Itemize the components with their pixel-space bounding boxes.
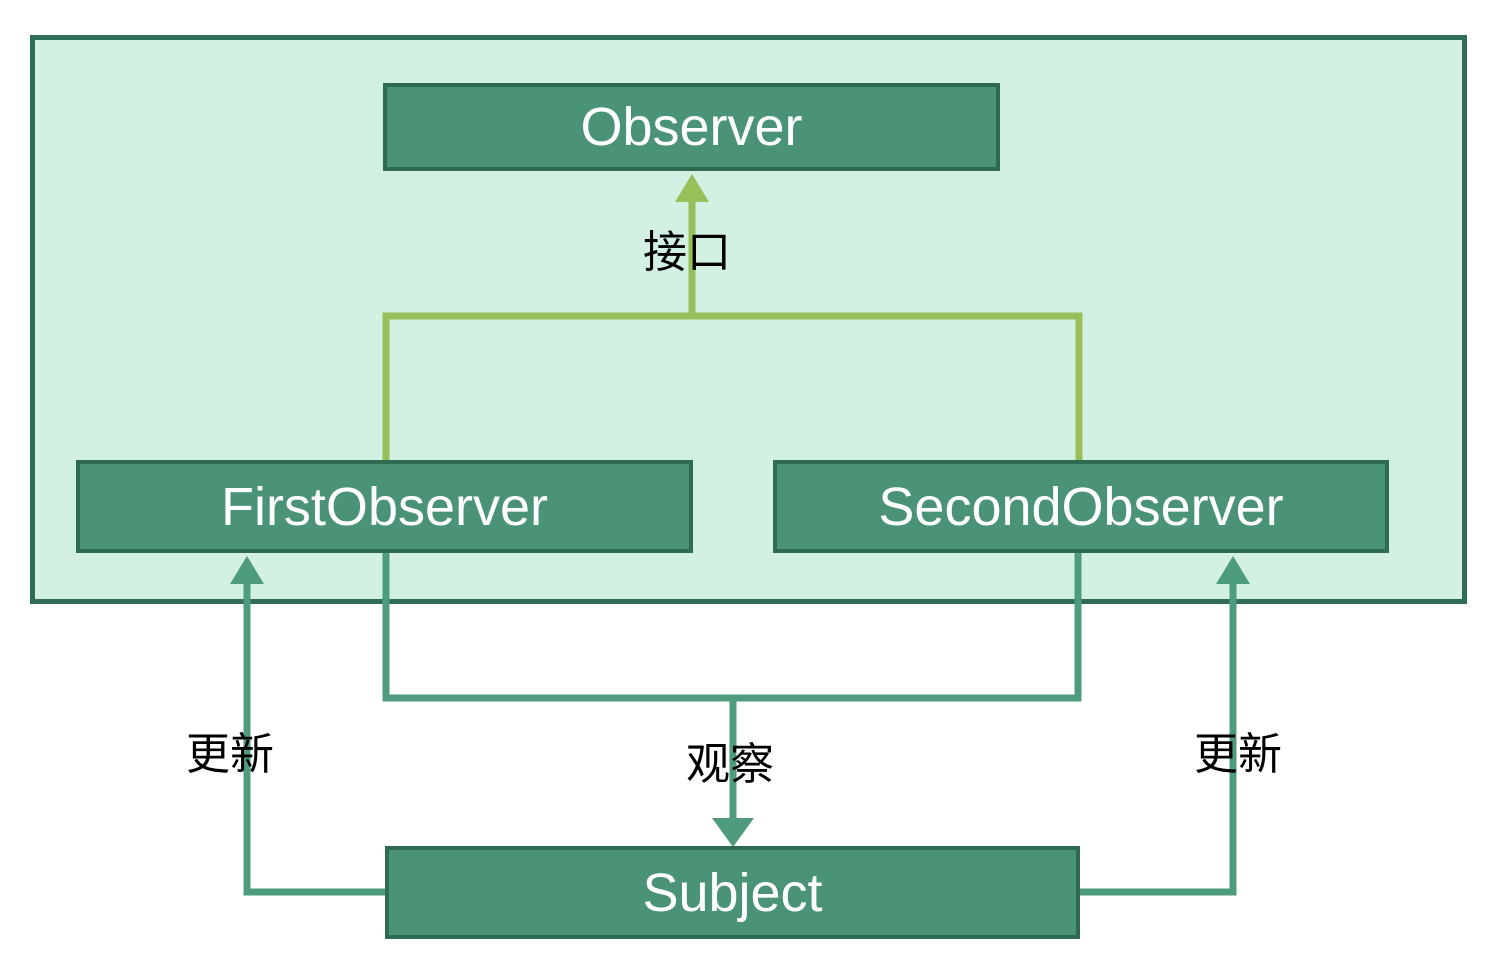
first-observer-node: FirstObserver — [76, 460, 693, 553]
update-left-edge-label: 更新 — [186, 730, 274, 779]
observe-arrowhead-icon — [712, 818, 754, 847]
second-observer-node: SecondObserver — [773, 460, 1389, 553]
observe-edge-label: 观察 — [686, 740, 774, 789]
subject-node: Subject — [385, 846, 1080, 939]
observer-node: Observer — [383, 83, 1000, 171]
interface-edge-label: 接口 — [643, 228, 731, 277]
update-right-edge-label: 更新 — [1194, 730, 1282, 779]
